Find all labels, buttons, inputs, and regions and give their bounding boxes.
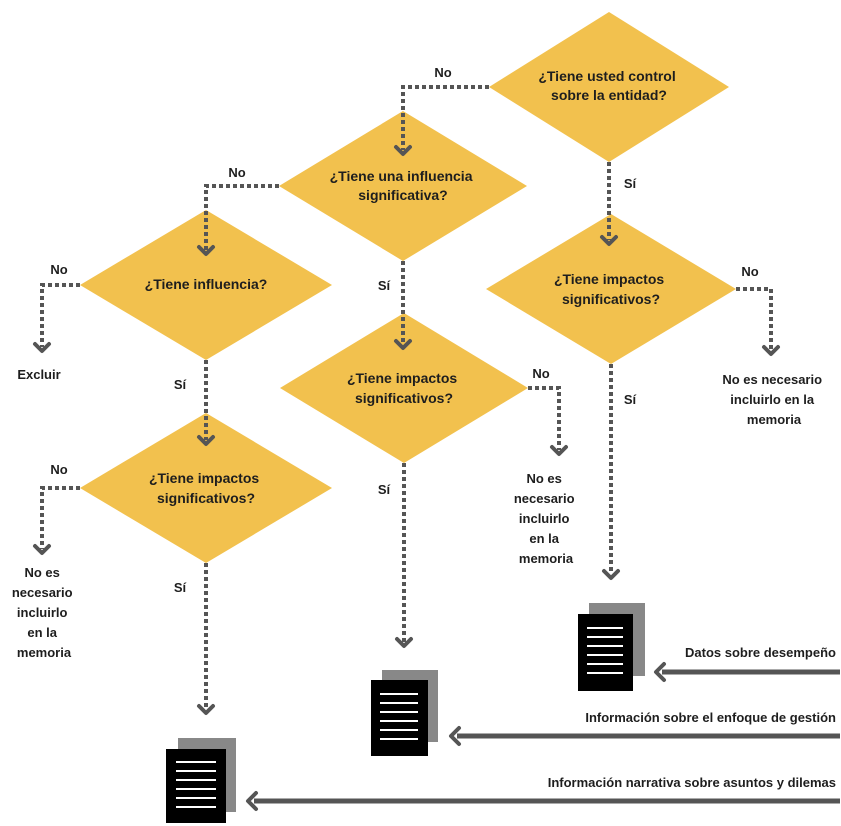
arrow-down-icon xyxy=(33,342,51,353)
question-impacts-influence: ¿Tiene impactos significativos? xyxy=(149,470,263,506)
arrow-down-icon xyxy=(33,544,51,555)
label-no-impacts-significant: No xyxy=(532,366,549,381)
connector-influence-no xyxy=(40,283,80,347)
question-impacts-significant: ¿Tiene impactos significativos? xyxy=(347,370,461,406)
input-narrative: Información narrativa sobre asuntos y di… xyxy=(548,775,836,790)
label-yes-impacts-control: Sí xyxy=(624,392,637,407)
connector-control-no xyxy=(401,85,489,150)
question-control: ¿Tiene usted control sobre la entidad? xyxy=(538,68,679,103)
input-performance-data: Datos sobre desempeño xyxy=(685,645,836,660)
label-no-impacts-control: No xyxy=(741,264,758,279)
label-yes-impacts-significant: Sí xyxy=(378,482,391,497)
outcome-not-needed-middle: No es necesario incluirlo en la memoria xyxy=(514,471,578,566)
diamond-control xyxy=(489,12,729,162)
document-icon xyxy=(371,670,438,756)
diamond-impacts-influence xyxy=(80,413,332,563)
input-management-approach: Información sobre el enfoque de gestión xyxy=(585,710,836,725)
arrow-down-icon xyxy=(762,345,780,356)
arrow-down-icon xyxy=(600,235,618,246)
arrow-left-icon xyxy=(449,726,461,746)
label-yes-influence: Sí xyxy=(174,377,187,392)
diamond-influence xyxy=(80,210,332,360)
label-yes-impacts-influence: Sí xyxy=(174,580,187,595)
arrow-down-icon xyxy=(197,245,215,256)
label-no-significant: No xyxy=(228,165,245,180)
label-no-impacts-influence: No xyxy=(50,462,67,477)
diamond-impacts-significant xyxy=(280,313,528,463)
arrow-down-icon xyxy=(197,435,215,446)
diamond-significant-influence xyxy=(279,111,527,261)
question-influence: ¿Tiene influencia? xyxy=(145,276,268,292)
arrow-down-icon xyxy=(395,637,413,648)
arrow-down-icon xyxy=(197,704,215,715)
question-impacts-control: ¿Tiene impactos significativos? xyxy=(554,271,668,307)
arrow-down-icon xyxy=(550,445,568,456)
label-no-control: No xyxy=(434,65,451,80)
arrow-down-icon xyxy=(394,145,412,156)
connector-impacts-influence-no xyxy=(40,486,80,549)
arrow-down-icon xyxy=(394,339,412,350)
connector-impacts-significant-no xyxy=(528,386,561,450)
label-no-influence: No xyxy=(50,262,67,277)
label-yes-significant: Sí xyxy=(378,278,391,293)
document-icon xyxy=(578,603,645,691)
question-significant-influence: ¿Tiene una influencia significativa? xyxy=(330,168,477,203)
outcome-exclude: Excluir xyxy=(17,367,60,382)
label-yes-control: Sí xyxy=(624,176,637,191)
outcome-not-needed-right: No es necesario incluirlo en la memoria xyxy=(722,372,825,427)
arrow-left-icon xyxy=(654,662,666,682)
connector-significant-no xyxy=(204,184,279,250)
connector-impacts-control-no xyxy=(736,287,773,350)
arrow-left-icon xyxy=(246,791,258,811)
outcome-not-needed-left: No es necesario incluirlo en la memoria xyxy=(12,565,76,660)
document-icon xyxy=(166,738,236,823)
arrow-down-icon xyxy=(602,569,620,580)
diamond-impacts-control xyxy=(486,214,736,364)
